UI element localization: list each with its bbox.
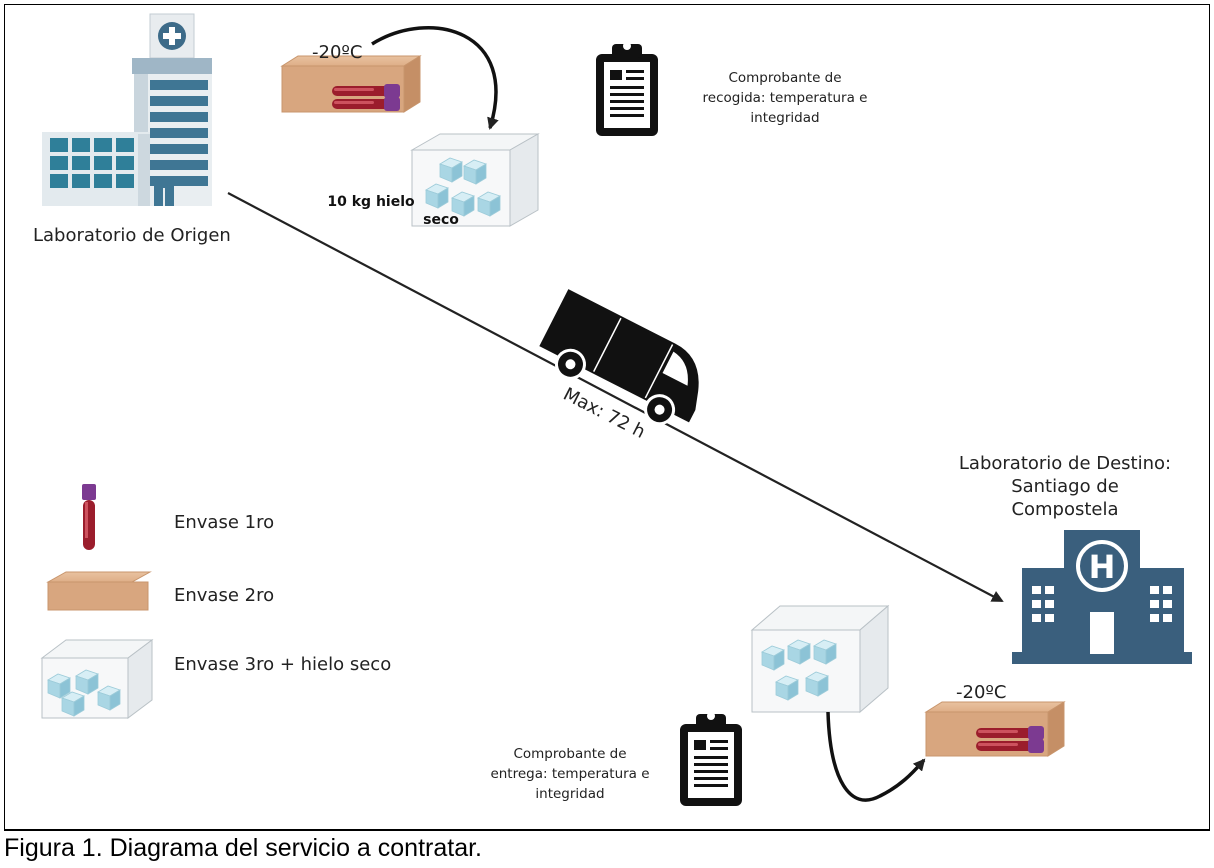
destination-temperature: -20ºC <box>956 682 1007 703</box>
diagram-canvas: H <box>40 13 1192 806</box>
unpack-arrow <box>826 711 926 802</box>
delivery-receipt-line3: integridad <box>535 786 605 802</box>
origin-label: Laboratorio de Origen <box>33 225 231 246</box>
origin-secondary-box-icon <box>280 55 422 113</box>
van-icon <box>539 289 699 426</box>
delivery-receipt-text: Comprobante de entrega: temperatura e in… <box>470 744 670 804</box>
dry-ice-label-line1: 10 kg hielo <box>327 194 415 210</box>
destination-dry-ice-box-icon <box>750 604 890 714</box>
origin-dry-ice-box-icon <box>410 133 540 227</box>
route-arrow <box>227 192 1004 602</box>
origin-building-icon <box>42 13 212 206</box>
legend-item-primary: Envase 1ro <box>174 512 275 533</box>
delivery-receipt-line2: entrega: temperatura e <box>490 766 650 782</box>
pickup-receipt-text: Comprobante de recogida: temperatura e i… <box>680 68 890 128</box>
destination-label-line1: Laboratorio de Destino: <box>958 453 1172 474</box>
pickup-receipt-line1: Comprobante de <box>728 70 842 86</box>
legend-item-tertiary: Envase 3ro + hielo seco <box>174 654 392 675</box>
figure-caption: Figura 1. Diagrama del servicio a contra… <box>4 834 482 862</box>
legend-tube-icon <box>82 484 96 550</box>
origin-temperature: -20ºC <box>312 42 363 63</box>
legend-dry-ice-box-icon <box>40 639 154 719</box>
pack-arrow <box>371 25 499 130</box>
destination-secondary-box-icon <box>924 701 1066 757</box>
destination-label-line3: Compostela <box>1011 499 1119 520</box>
delivery-receipt-clipboard-icon <box>680 712 742 806</box>
destination-label-line2: Santiago de <box>1011 476 1119 497</box>
pickup-receipt-line2: recogida: temperatura e <box>702 90 868 106</box>
pickup-receipt-clipboard-icon <box>596 42 658 136</box>
pickup-receipt-line3: integridad <box>750 110 820 126</box>
delivery-receipt-line1: Comprobante de <box>513 746 627 762</box>
destination-label: Laboratorio de Destino: Santiago de Comp… <box>950 452 1180 521</box>
legend-item-secondary: Envase 2ro <box>174 585 275 606</box>
destination-hospital-icon: H <box>1012 530 1192 664</box>
svg-text:H: H <box>1089 548 1116 586</box>
caption-divider <box>4 829 1210 831</box>
legend-cardboard-box-icon <box>46 571 152 611</box>
dry-ice-label-line2: seco <box>423 212 459 228</box>
